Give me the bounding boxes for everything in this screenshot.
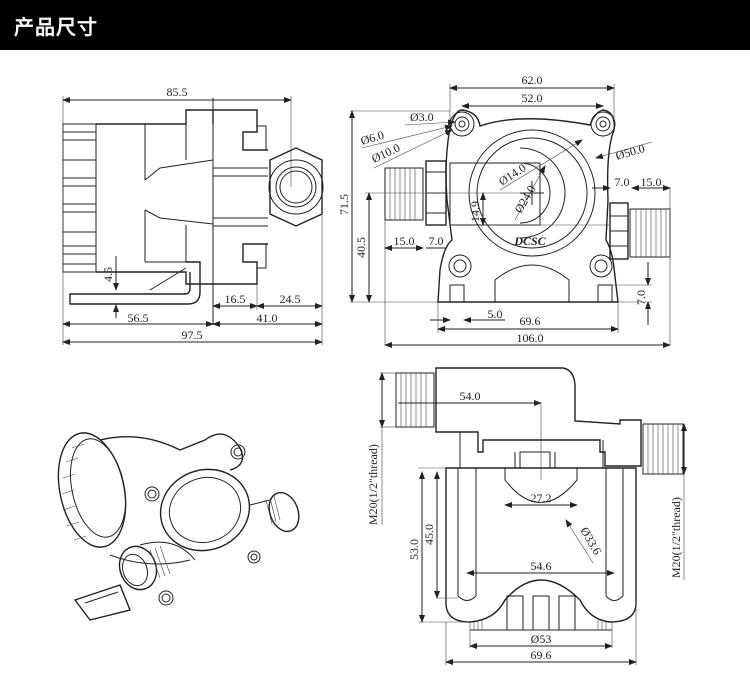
dim-d33-6: Ø33.6 (577, 525, 604, 558)
dim-thread-right: M20(1/2"thread) (669, 497, 683, 578)
front-view: DCSC 62.0 52.0 Ø3.0 Ø6.0 Ø10.0 Ø50.0 Ø14… (337, 73, 671, 348)
dim-thread-left: M20(1/2"thread) (366, 444, 380, 525)
dim-d53: Ø53 (531, 632, 552, 646)
dim-97-5: 97.5 (182, 328, 203, 342)
dim-d3: Ø3.0 (410, 110, 434, 124)
top-view: M20(1/2"thread) M20(1/2"thread) 54.0 27.… (366, 367, 687, 665)
dim-5-0: 5.0 (488, 307, 503, 321)
dim-27-2: 27.2 (531, 491, 552, 505)
motor-fins (62, 123, 97, 273)
dim-69-6: 69.6 (520, 314, 541, 328)
dim-left-7-0: 7.0 (429, 234, 444, 248)
dim-16-5: 16.5 (225, 292, 246, 306)
dim-foot-7-0: 7.0 (634, 290, 648, 305)
dim-85-5: 85.5 (167, 85, 188, 99)
dim-41-0: 41.0 (257, 311, 278, 325)
dim-4-5: 4.5 (101, 267, 115, 282)
dim-right-15-0: 15.0 (641, 175, 662, 189)
dim-right-7-0: 7.0 (615, 175, 630, 189)
dim-45-0: 45.0 (422, 524, 436, 545)
dim-left-15-0: 15.0 (394, 234, 415, 248)
technical-drawing: 85.5 4.5 16.5 24.5 56.5 41.0 97.5 (57, 73, 687, 665)
brand-logo: DCSC (513, 234, 546, 248)
top-right-thread (642, 423, 684, 475)
top-left-thread (395, 372, 435, 428)
dim-53-0: 53.0 (407, 539, 421, 560)
header-bar: 产品尺寸 (0, 0, 750, 50)
side-view: 85.5 4.5 16.5 24.5 56.5 41.0 97.5 (62, 85, 324, 345)
dim-d6: Ø6.0 (359, 128, 386, 148)
page-title: 产品尺寸 (14, 15, 98, 39)
dim-d24: Ø24.0 (511, 183, 538, 216)
isometric-view (57, 432, 300, 621)
dim-d14: Ø14.0 (496, 161, 529, 189)
dim-40-5: 40.5 (354, 237, 368, 258)
left-thread (384, 167, 424, 221)
right-thread (629, 208, 671, 258)
dim-106-0: 106.0 (517, 331, 544, 345)
dim-56-5: 56.5 (128, 311, 149, 325)
dim-d50: Ø50.0 (614, 141, 646, 163)
dim-71-5: 71.5 (337, 194, 351, 215)
dim-14-9: 14.9 (468, 201, 482, 222)
dim-top-69-6: 69.6 (531, 648, 552, 662)
dim-54-0: 54.0 (460, 389, 481, 403)
dim-24-5: 24.5 (280, 292, 301, 306)
dim-52-0: 52.0 (522, 91, 543, 105)
dim-62-0: 62.0 (522, 73, 543, 87)
dim-54-6: 54.6 (531, 559, 552, 573)
